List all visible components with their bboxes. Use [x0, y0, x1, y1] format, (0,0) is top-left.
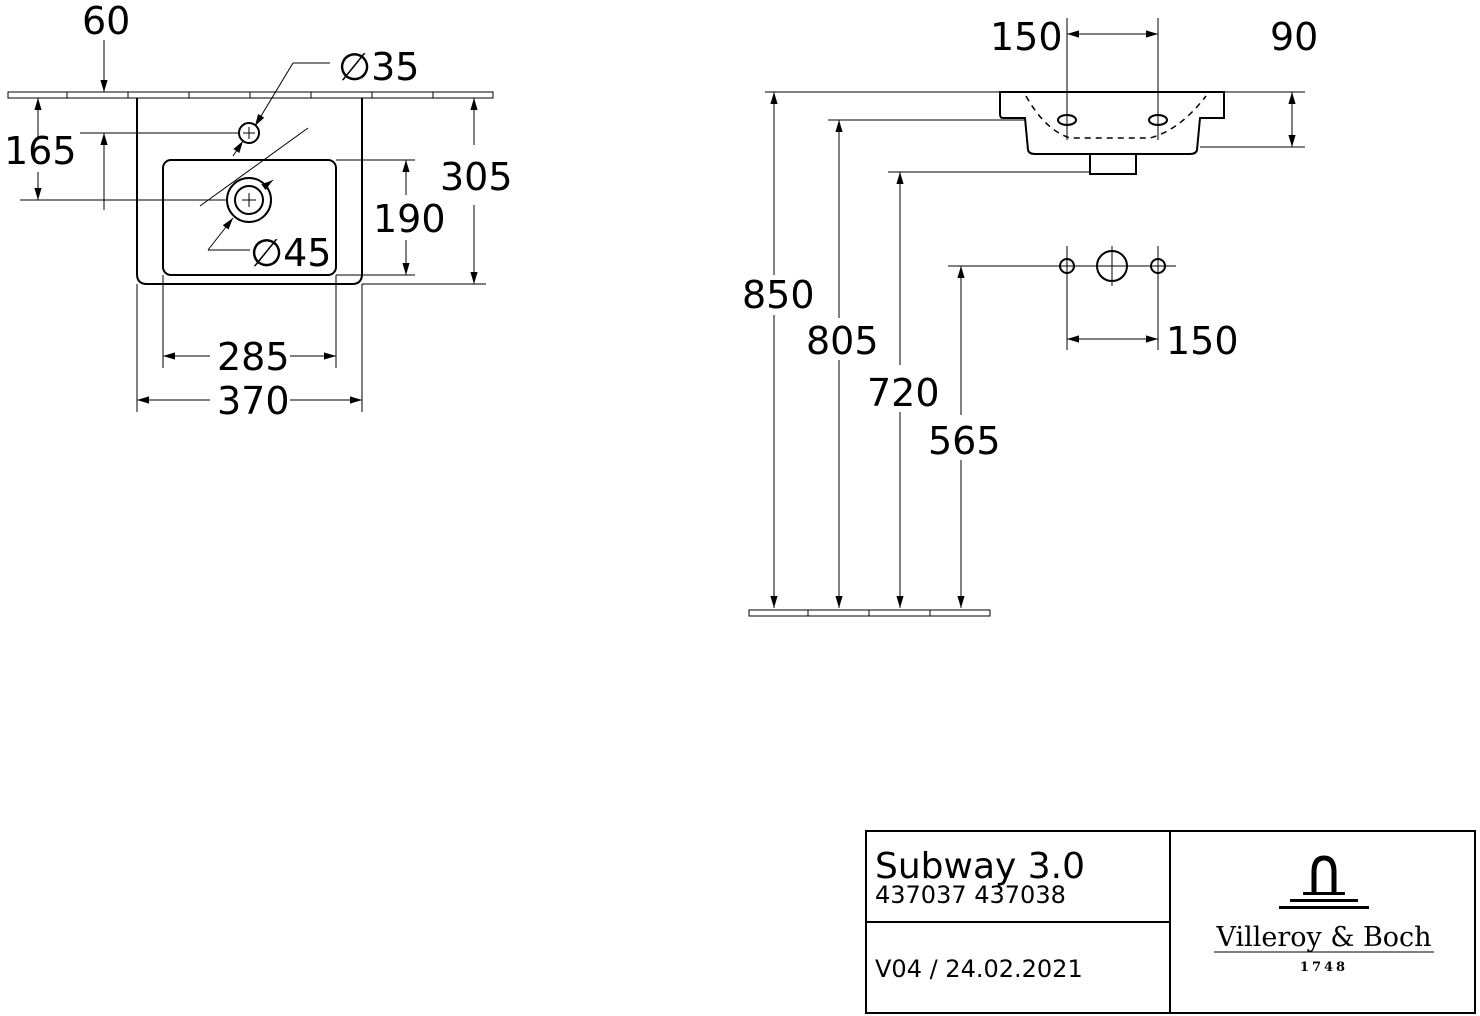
dim-rim-height-small: 90	[1270, 15, 1318, 59]
brand-logo: Villeroy & Boch 1748	[1214, 855, 1434, 975]
floor-line	[748, 609, 991, 617]
dim-drain-height: 720	[867, 371, 940, 415]
dim-hole-depth: 165	[4, 129, 77, 173]
basin-front	[999, 91, 1225, 155]
siphon	[1089, 154, 1137, 175]
dim-total-width: 370	[217, 379, 290, 423]
dim-hole-offset: 60	[82, 0, 130, 43]
dim-total-depth: 305	[440, 155, 513, 199]
product-name: Subway 3.0	[875, 846, 1085, 887]
dim-bowl-depth: 190	[373, 197, 446, 241]
brand-name: Villeroy & Boch	[1215, 922, 1431, 953]
brand-year: 1748	[1300, 960, 1348, 975]
basin-outline	[136, 98, 363, 285]
dim-supply-height: 565	[928, 419, 1001, 463]
dim-hole-diameter: ∅35	[338, 45, 419, 89]
front-view: 150 90 850 805 720 565 1	[742, 15, 1318, 617]
faucet-icon	[1311, 855, 1337, 894]
dim-tap-spacing-bottom: 150	[1166, 319, 1239, 363]
drain-inner	[234, 185, 264, 215]
dim-drain-diameter: ∅45	[250, 231, 331, 275]
top-view: ∅35 ∅45 60 165 190 305 285	[4, 0, 513, 423]
dim-bowl-width: 285	[217, 335, 290, 379]
wall-line	[7, 91, 494, 99]
title-block: Subway 3.0 437037 437038 V04 / 24.02.202…	[865, 830, 1476, 1014]
dim-underside-height: 805	[806, 319, 879, 363]
article-numbers: 437037 437038	[875, 881, 1066, 909]
basin-bowl	[162, 159, 337, 276]
dim-tap-spacing-top: 150	[990, 15, 1063, 59]
dim-rim-height: 850	[742, 273, 815, 317]
version-date: V04 / 24.02.2021	[875, 955, 1083, 983]
